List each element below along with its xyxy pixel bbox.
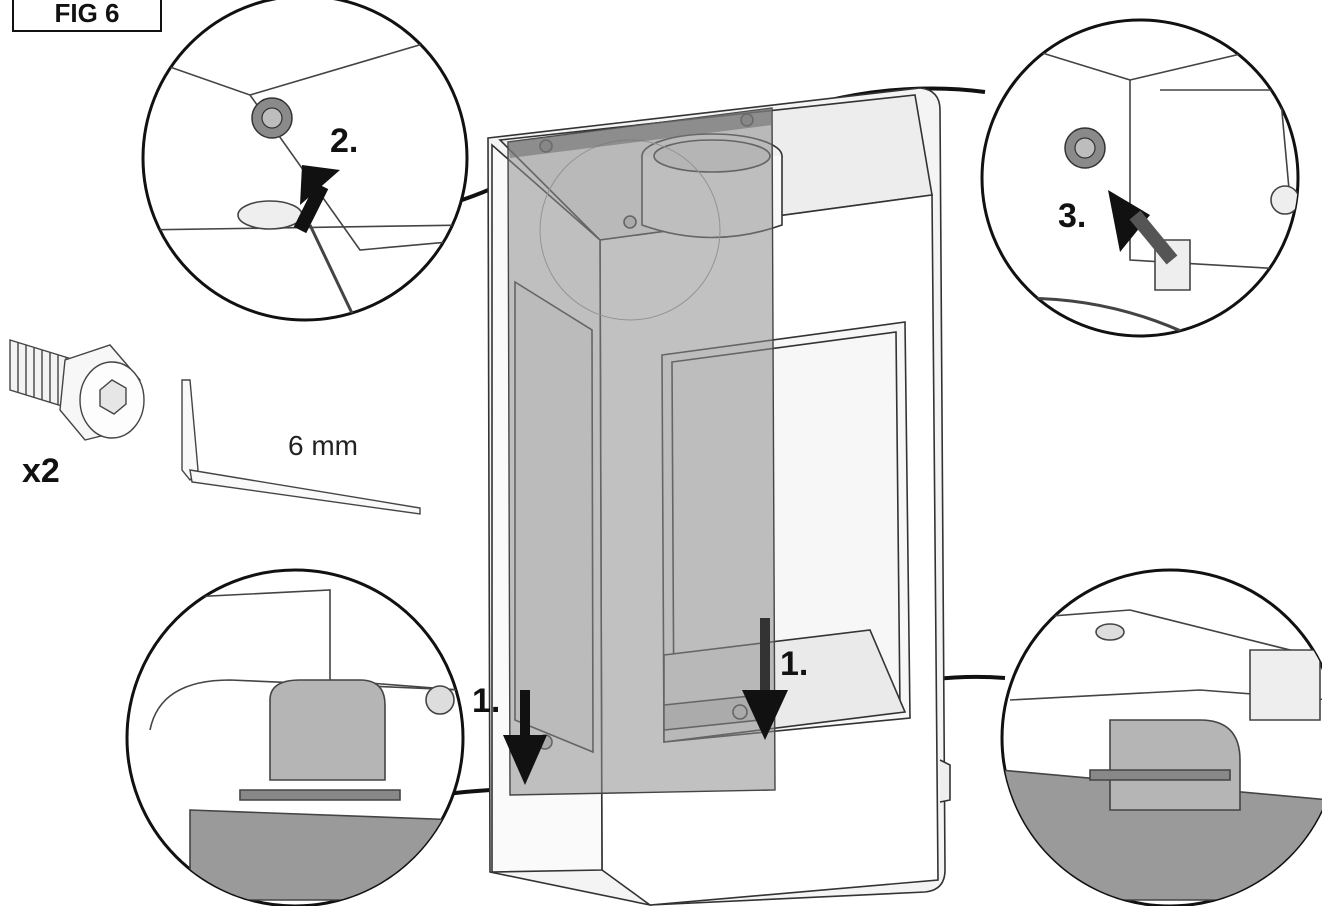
step-2-label: 2. [330, 122, 358, 160]
screw-head-top-left [251, 97, 293, 139]
detail-circle-bottom-left [125, 568, 465, 906]
heat-shield-panel [507, 107, 776, 796]
hex-key-size-label: 6 mm [288, 430, 358, 461]
step-1-left-label: 1. [472, 682, 500, 720]
side-tab [939, 759, 951, 803]
detail-circle-top-left: 2. [141, 0, 469, 322]
screw-thread [9, 339, 76, 411]
figure-label: FIG 6 [12, 0, 162, 32]
step-1-right-label: 1. [780, 645, 808, 683]
arrow-step-2-shaft [293, 182, 329, 234]
step-3-label: 3. [1058, 197, 1086, 235]
arrow-step-3 [1108, 190, 1150, 252]
arrows-step-1: 1. 1. [472, 618, 808, 785]
arrow-step-3-shaft [1129, 210, 1178, 265]
quantity-label: x2 [22, 452, 60, 490]
hex-key-illustration [181, 379, 421, 515]
screw-illustration [9, 339, 145, 441]
hex-socket [99, 379, 127, 415]
detail-circle-top-right: 3. [980, 18, 1300, 338]
detail-circle-bottom-right [1000, 568, 1322, 906]
screw-head-top-right [1064, 127, 1106, 169]
arrow-step-1-left [503, 735, 547, 785]
arrow-step-1-right [742, 690, 788, 740]
